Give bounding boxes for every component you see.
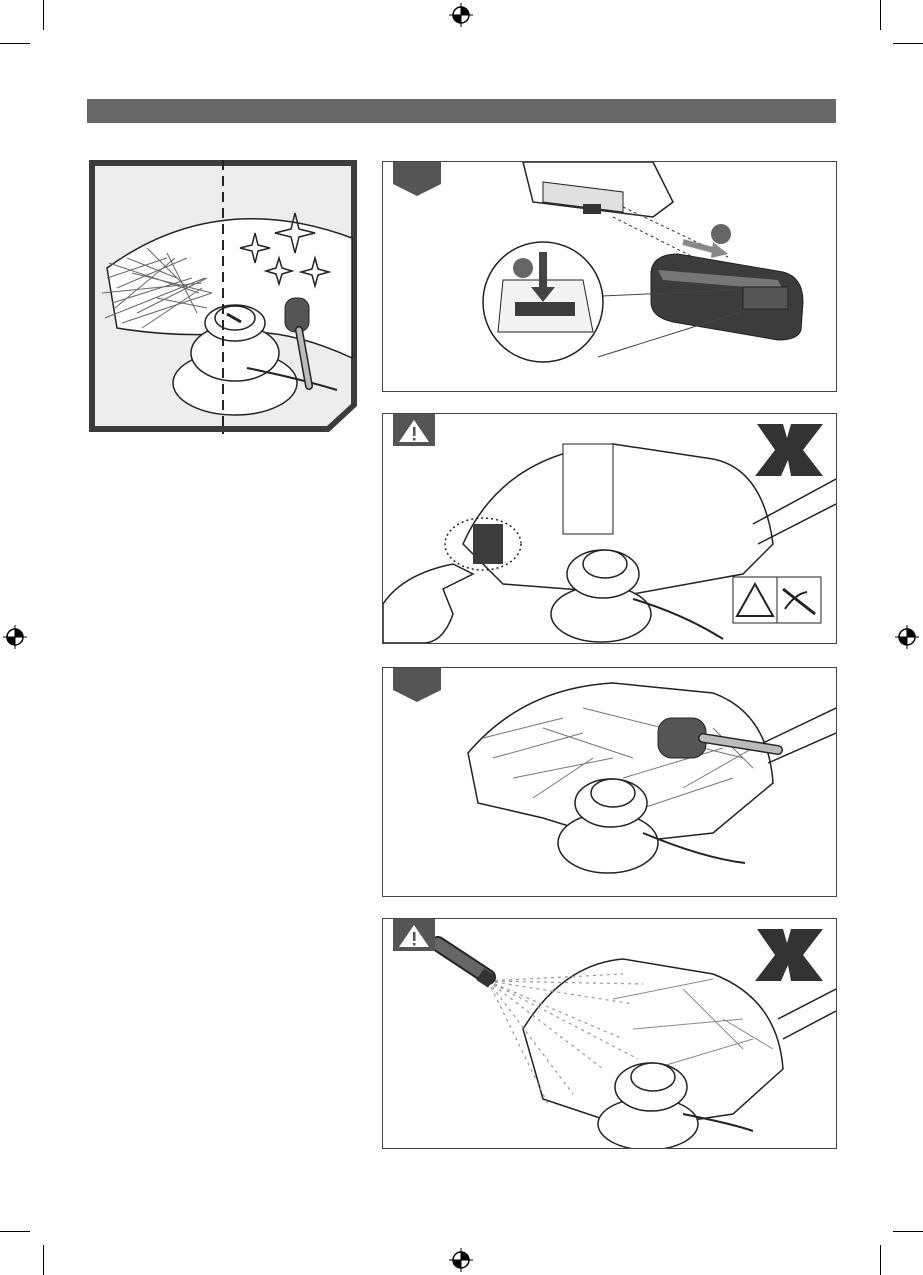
crop-mark [0,43,30,44]
section-header-bar [87,99,836,123]
panel-brush-clean-guard [382,667,837,897]
intro-illustration [87,158,359,434]
panel-no-finger-near-blade [382,413,837,644]
crop-mark [0,1231,30,1232]
registration-mark-icon [3,625,27,649]
panel-no-water-spray [382,918,837,1149]
panel-remove-battery [382,161,837,392]
crop-mark [893,43,923,44]
crop-mark [893,1231,923,1232]
crop-mark [43,1245,44,1275]
crop-mark [880,1245,881,1275]
crop-mark [43,0,44,30]
registration-mark-icon [449,3,473,27]
registration-mark-icon [449,1248,473,1272]
x-mark-icon [755,424,823,476]
registration-mark-icon [895,625,919,649]
crop-mark [880,0,881,30]
